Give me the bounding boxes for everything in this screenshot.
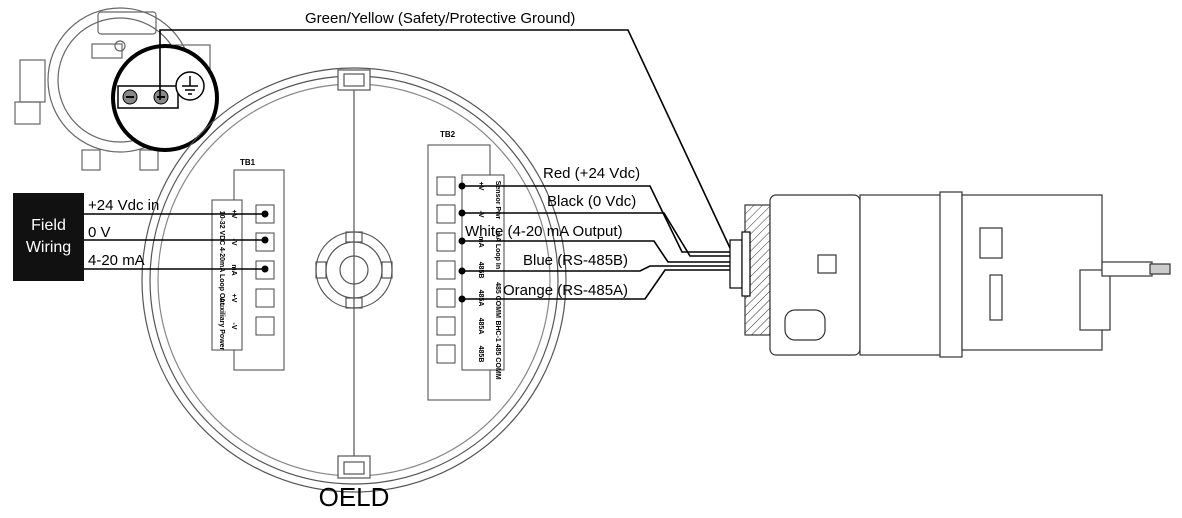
- sensor-wire-black: [462, 212, 730, 257]
- tb1-label: TB1: [240, 158, 256, 167]
- terminal-slot: [436, 204, 456, 224]
- terminal-group-label: BHC-1 485 COMM: [494, 320, 501, 379]
- terminal-label: -V: [477, 211, 484, 218]
- sensor-wire-white: [462, 240, 730, 263]
- wires: [84, 29, 731, 300]
- ground-wire-label: Green/Yellow (Safety/Protective Ground): [305, 10, 575, 27]
- terminal-group-label: 4-20mA Loop Out: [218, 247, 225, 306]
- terminal-label: 485A: [477, 290, 484, 307]
- diagram-title: OELD: [318, 482, 390, 512]
- terminal-label: 485A: [477, 318, 484, 335]
- terminal-label: +V: [230, 294, 237, 303]
- terminal-label: 485B: [477, 346, 484, 363]
- terminal-group-label: Auxiliary Power: [218, 298, 225, 351]
- sensor-wire-blue: [462, 265, 730, 272]
- ground-terminal-magnifier: [111, 44, 219, 152]
- terminal-slot: [436, 176, 456, 196]
- terminal-slot: [436, 344, 456, 364]
- terminal-group-label: 485 COMM: [494, 282, 501, 318]
- field-label-signal: 4-20 mA: [88, 252, 145, 269]
- sensor-wire-orange: [462, 269, 730, 300]
- terminal-group-label: 10-32 VDC: [218, 211, 225, 246]
- wire-dots: [261, 182, 466, 303]
- terminal-slot: [436, 232, 456, 252]
- sensor-assembly: [744, 191, 1171, 358]
- terminal-group-label: Sensor Pwr: [494, 181, 501, 220]
- sensor-label-red: Red (+24 Vdc): [543, 165, 640, 182]
- cable-gland: [729, 231, 751, 297]
- field-wiring-box: Field Wiring: [13, 193, 84, 281]
- terminal-screw-icon: [122, 89, 169, 105]
- ground-wire: [159, 29, 731, 249]
- sensor-label-white: White (4-20 mA Output): [465, 223, 623, 240]
- sensor-label-orange: Orange (RS-485A): [503, 282, 628, 299]
- terminal-slot: [436, 288, 456, 308]
- terminal-label: -V: [230, 239, 237, 246]
- terminal-slot: [255, 316, 275, 336]
- field-label-common: 0 V: [88, 224, 111, 241]
- terminal-label: -V: [230, 323, 237, 330]
- sensor-probe-icon: [1101, 261, 1171, 277]
- tb2-label: TB2: [440, 130, 456, 139]
- ground-icon: [175, 71, 205, 101]
- terminal-slot: [436, 260, 456, 280]
- sensor-wire-red: [462, 185, 730, 253]
- sensor-label-black: Black (0 Vdc): [547, 193, 636, 210]
- field-label-supply: +24 Vdc in: [88, 197, 159, 214]
- oeld-housing: [141, 67, 567, 493]
- terminal-label: 485B: [477, 262, 484, 279]
- terminal-slot: [436, 316, 456, 336]
- terminal-group-label: mA Loop In: [494, 231, 501, 269]
- field-box-line1: Field: [31, 217, 66, 234]
- terminal-label: mA: [477, 236, 484, 247]
- terminal-label: mA: [230, 264, 237, 275]
- sensor-label-blue: Blue (RS-485B): [523, 252, 628, 269]
- terminal-slot: [255, 288, 275, 308]
- field-box-line2: Wiring: [25, 239, 72, 256]
